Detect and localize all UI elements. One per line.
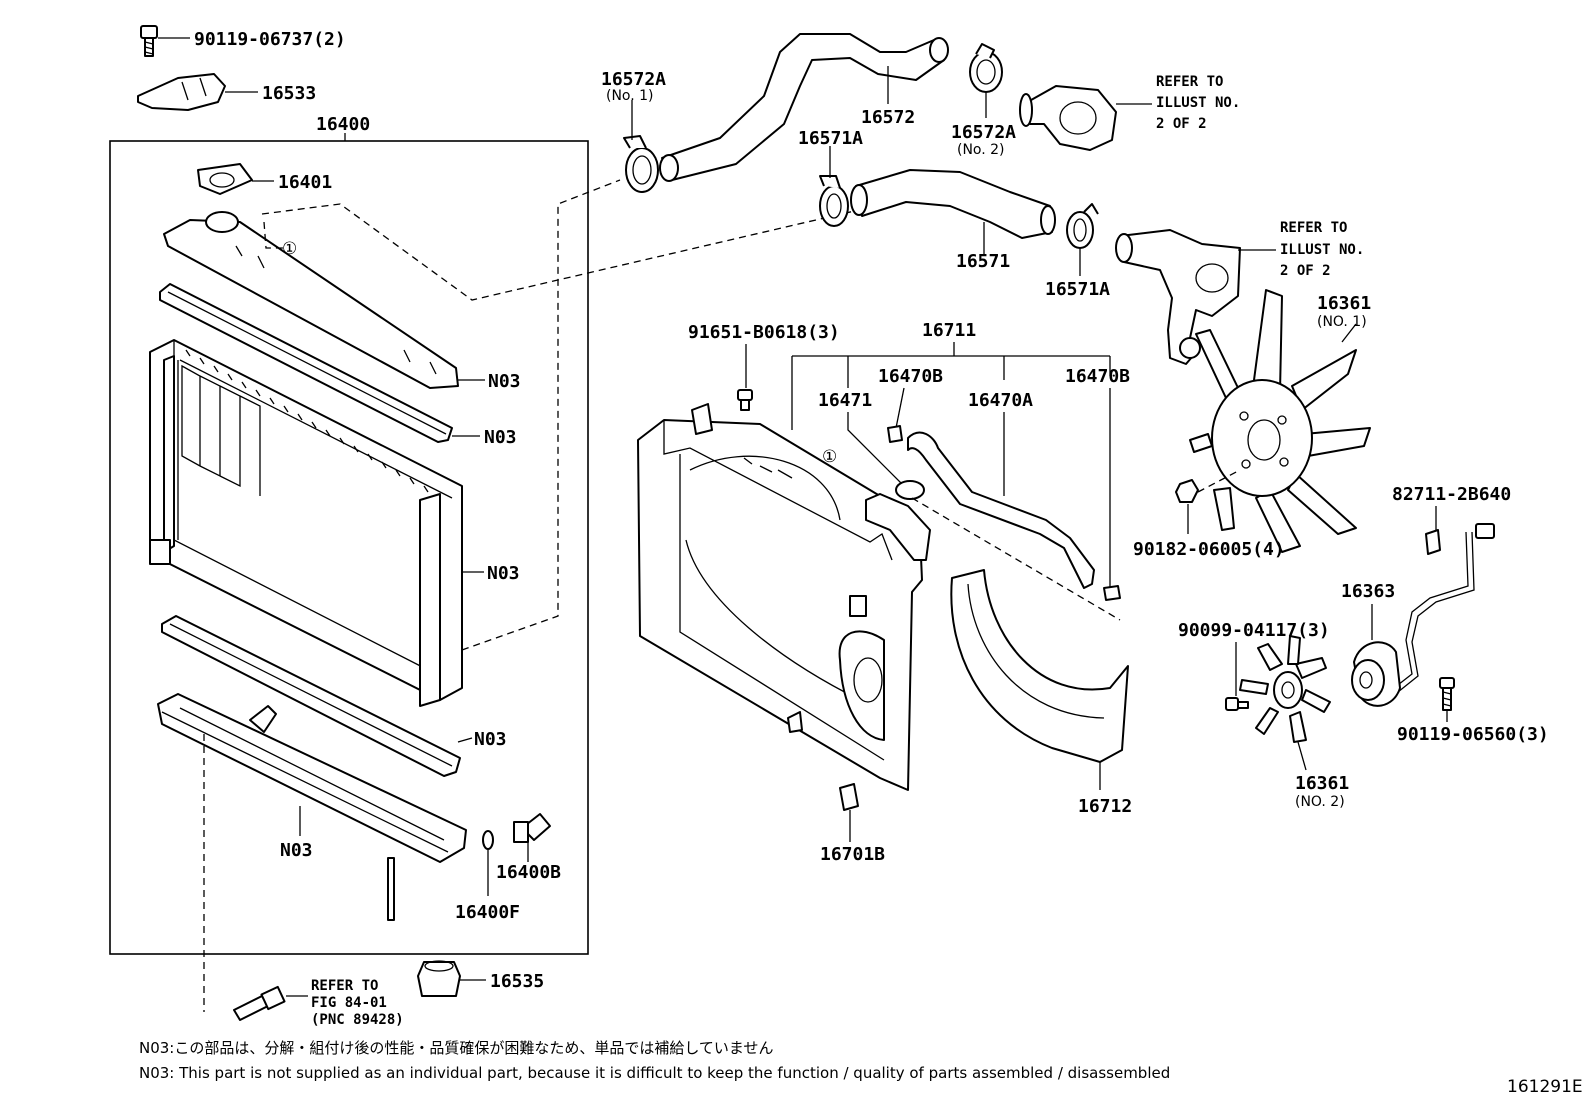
illustration-number: 161291E bbox=[1507, 1077, 1583, 1097]
label-16572a-no2-sub: (No. 2) bbox=[957, 142, 1005, 158]
clip-16470b-left[interactable] bbox=[887, 425, 903, 443]
drain-plug-16400b[interactable] bbox=[513, 813, 551, 843]
hose-clamp-16571a-bottom[interactable] bbox=[1066, 203, 1099, 249]
label-16535: 16535 bbox=[490, 971, 544, 992]
label-16470b-left: 16470B bbox=[878, 366, 943, 387]
radiator-upper-tank[interactable] bbox=[163, 211, 459, 389]
label-16571a-bottom: 16571A bbox=[1045, 279, 1110, 300]
bolt-91651-b0618[interactable] bbox=[737, 389, 753, 411]
label-16470a: 16470A bbox=[968, 390, 1033, 411]
refer-upper-line1: REFER TO bbox=[1156, 74, 1223, 90]
radiator-cap-gasket-16401[interactable] bbox=[197, 163, 253, 195]
o-ring-16400f[interactable] bbox=[482, 830, 494, 850]
radiator-core[interactable] bbox=[149, 339, 463, 707]
hose-clamp-16572a-no1[interactable] bbox=[623, 135, 659, 193]
cushion-16535[interactable] bbox=[417, 960, 461, 997]
label-90119-06737: 90119-06737(2) bbox=[194, 29, 346, 50]
label-16470b-right: 16470B bbox=[1065, 366, 1130, 387]
label-16712: 16712 bbox=[1078, 796, 1132, 817]
label-16471: 16471 bbox=[818, 390, 872, 411]
label-16361-no2: 16361 bbox=[1295, 773, 1349, 794]
connector-82711-2b640[interactable] bbox=[1425, 529, 1441, 555]
refer-fig-line1: REFER TO bbox=[311, 978, 378, 994]
hose-clamp-16571a-top[interactable] bbox=[819, 175, 849, 227]
label-90119-06560: 90119-06560(3) bbox=[1397, 724, 1549, 745]
label-n03-upper-tank: N03 bbox=[488, 371, 521, 392]
label-16361-no1: 16361 bbox=[1317, 293, 1371, 314]
label-16701b: 16701B bbox=[820, 844, 885, 865]
refer-lower-line3: 2 OF 2 bbox=[1280, 263, 1331, 279]
refer-upper-line2: ILLUST NO. bbox=[1156, 95, 1240, 111]
nut-90182-06005[interactable] bbox=[1175, 479, 1199, 503]
hose-clamp-16572a-no2[interactable] bbox=[969, 43, 1003, 93]
water-inlet-lower[interactable] bbox=[1115, 229, 1241, 365]
label-n03-upper-gasket: N03 bbox=[484, 427, 517, 448]
label-16400f: 16400F bbox=[455, 902, 520, 923]
radiator-lower-gasket[interactable] bbox=[161, 615, 461, 777]
cooling-fan-16361-no2[interactable] bbox=[1239, 635, 1331, 743]
label-n03-lower-gasket: N03 bbox=[474, 729, 507, 750]
fan-shroud-16711[interactable] bbox=[637, 403, 931, 791]
bolt-90119-06737[interactable] bbox=[140, 25, 158, 57]
note-english: N03: This part is not supplied as an ind… bbox=[139, 1064, 1170, 1082]
lower-hose-16571[interactable] bbox=[850, 169, 1056, 239]
bolt-90099-04117[interactable] bbox=[1225, 697, 1249, 711]
refer-upper-line3: 2 OF 2 bbox=[1156, 116, 1207, 132]
label-91651-b0618: 91651-B0618(3) bbox=[688, 322, 840, 343]
refer-lower-line2: ILLUST NO. bbox=[1280, 242, 1364, 258]
fan-motor-16363[interactable] bbox=[1351, 641, 1401, 707]
label-16572a-no1-sub: (No. 1) bbox=[606, 88, 654, 104]
label-16572: 16572 bbox=[861, 107, 915, 128]
label-16571a-top: 16571A bbox=[798, 128, 863, 149]
label-16400b: 16400B bbox=[496, 862, 561, 883]
label-16400: 16400 bbox=[316, 114, 370, 135]
label-16401: 16401 bbox=[278, 172, 332, 193]
water-outlet-upper[interactable] bbox=[1019, 85, 1117, 151]
label-16361-no2-sub: (NO. 2) bbox=[1295, 794, 1345, 810]
upper-hose-16572[interactable] bbox=[659, 33, 949, 182]
label-16711: 16711 bbox=[922, 320, 976, 341]
label-n03-lower-tank: N03 bbox=[280, 840, 313, 861]
fan-motor-wire bbox=[1393, 523, 1495, 693]
label-82711-2b640: 82711-2B640 bbox=[1392, 484, 1511, 505]
clip-16470b-right[interactable] bbox=[1103, 585, 1121, 601]
note-japanese: N03:この部品は、分解・組付け後の性能・品質確保が困難なため、単品では補給して… bbox=[139, 1039, 773, 1057]
cooling-fan-16361-no1[interactable] bbox=[1189, 289, 1371, 553]
radiator-lower-tank[interactable] bbox=[157, 693, 467, 921]
marker-1-shroud: ① bbox=[822, 447, 837, 467]
radiator-upper-gasket[interactable] bbox=[159, 283, 453, 443]
label-16572a-no2: 16572A bbox=[951, 122, 1016, 143]
refer-lower-line1: REFER TO bbox=[1280, 220, 1347, 236]
temperature-sensor-89428[interactable] bbox=[233, 985, 286, 1021]
refer-fig-line3: (PNC 89428) bbox=[311, 1012, 404, 1028]
lower-shroud-16712[interactable] bbox=[950, 569, 1129, 763]
label-n03-core: N03 bbox=[487, 563, 520, 584]
refer-fig-line2: FIG 84-01 bbox=[311, 995, 387, 1011]
label-90182-06005: 90182-06005(4) bbox=[1133, 539, 1285, 560]
grommet-16701b[interactable] bbox=[839, 783, 859, 811]
bolt-90119-06560[interactable] bbox=[1439, 677, 1455, 711]
marker-1-radiator: ① bbox=[282, 239, 297, 259]
radiator-assembly-box bbox=[109, 140, 589, 955]
label-16571: 16571 bbox=[956, 251, 1010, 272]
label-16572a-no1: 16572A bbox=[601, 69, 666, 90]
reservoir-cap-16471[interactable] bbox=[895, 480, 925, 500]
overflow-hose-16470a[interactable] bbox=[907, 431, 1095, 589]
label-16363: 16363 bbox=[1341, 581, 1395, 602]
label-90099-04117: 90099-04117(3) bbox=[1178, 620, 1330, 641]
label-16533: 16533 bbox=[262, 83, 316, 104]
bracket-16533[interactable] bbox=[137, 73, 226, 111]
label-16361-no1-sub: (NO. 1) bbox=[1317, 314, 1367, 330]
